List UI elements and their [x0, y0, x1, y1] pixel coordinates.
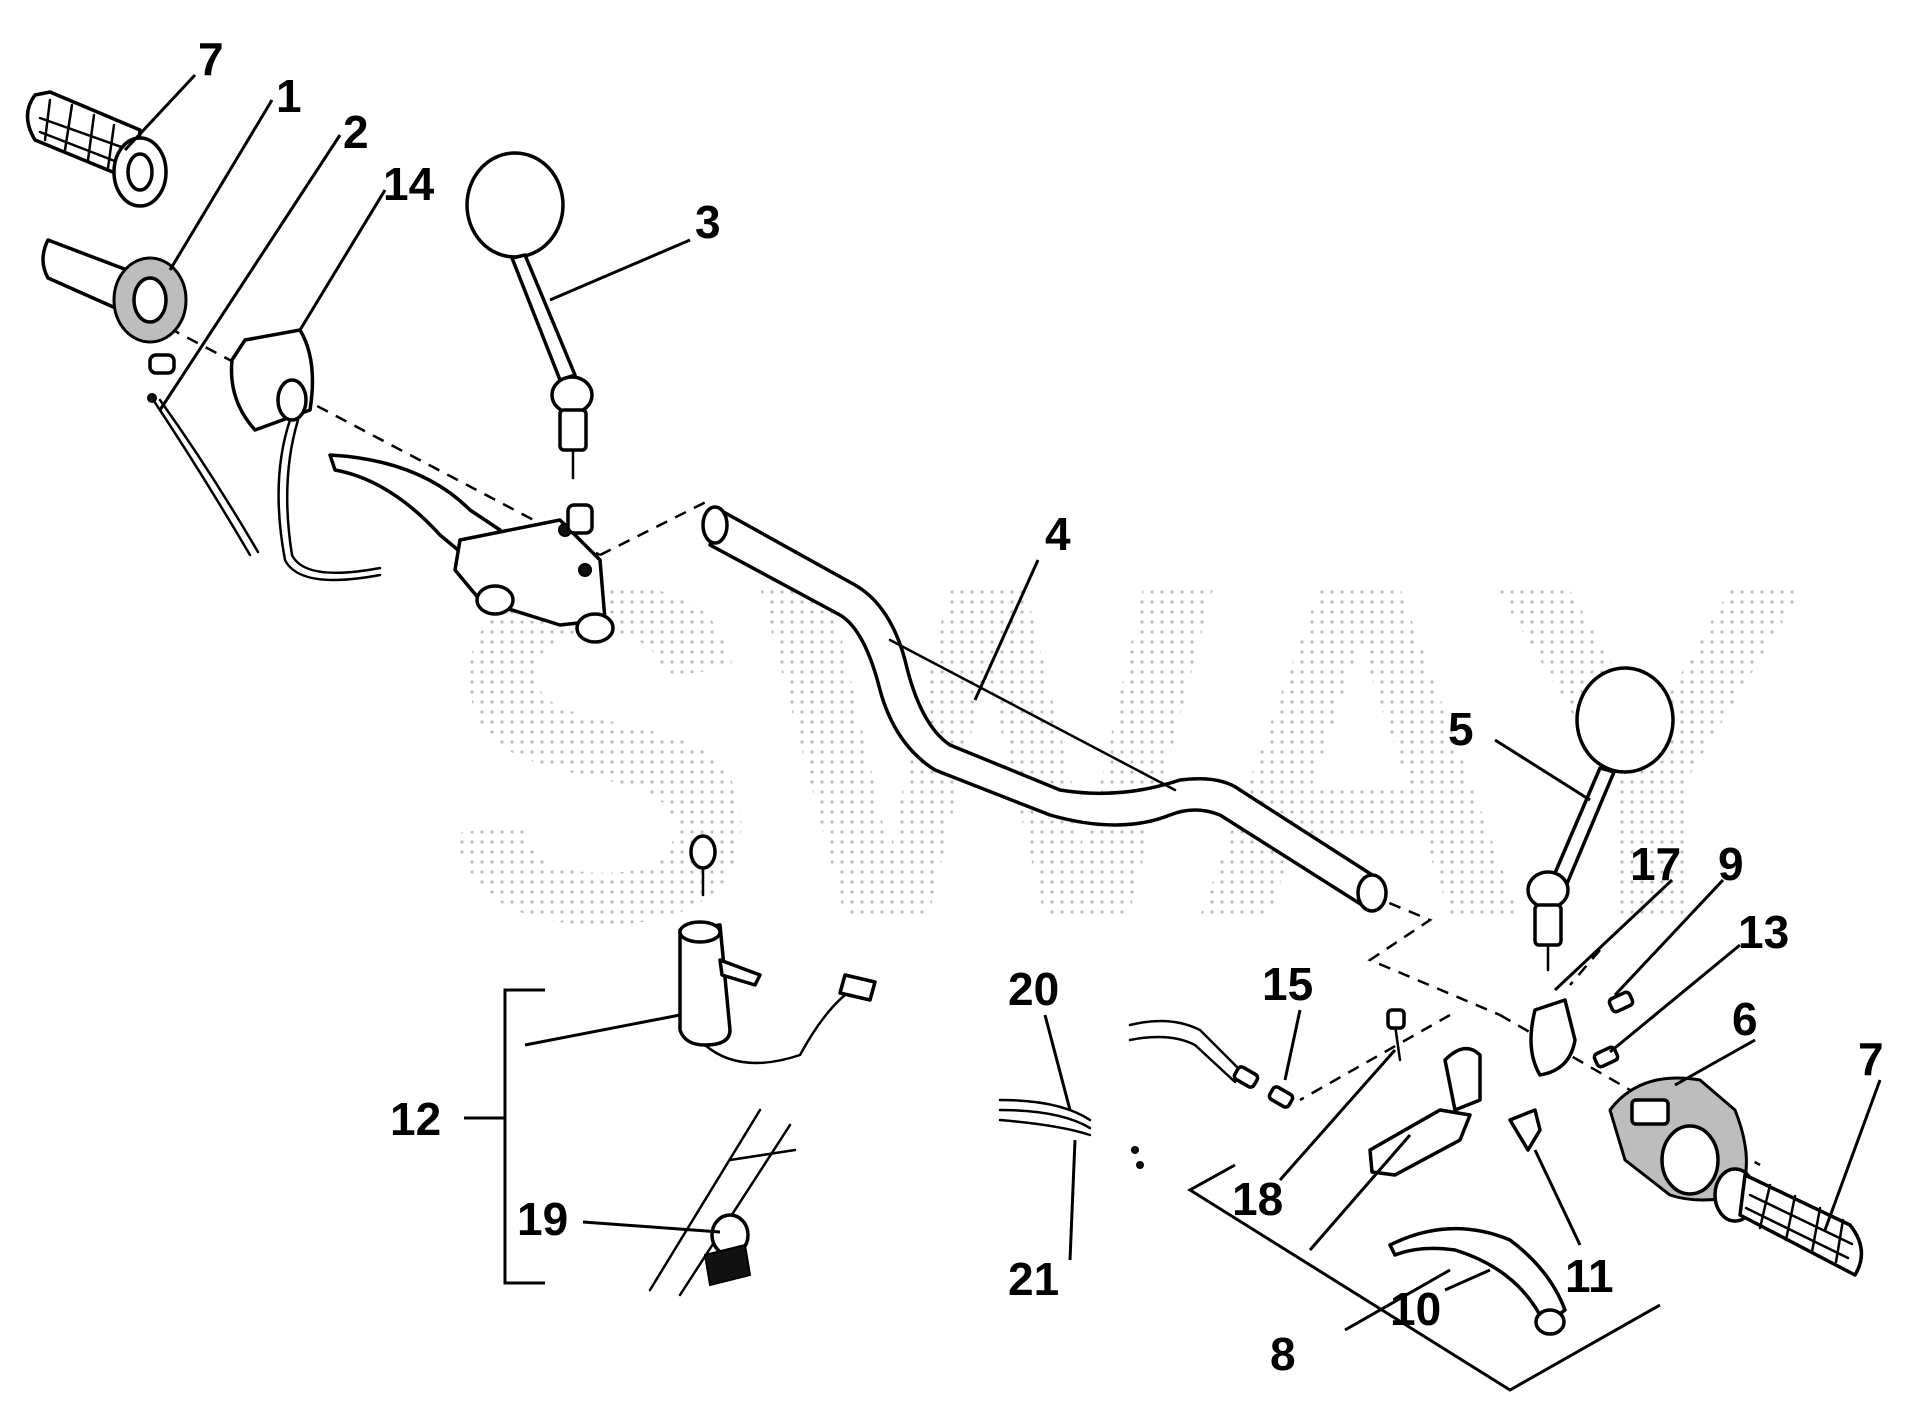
callout-10: 10 — [1390, 1283, 1441, 1335]
callout-14: 14 — [383, 158, 435, 210]
brake-lever-assembly — [328, 453, 615, 644]
callout-2: 2 — [343, 106, 369, 158]
switch-clamp — [648, 1108, 797, 1297]
callout-6: 6 — [1732, 993, 1758, 1045]
throttle-tube — [41, 238, 188, 375]
callout-12: 12 — [390, 1093, 441, 1145]
watermark: SWAY — [440, 485, 1809, 1022]
switch-housing — [229, 328, 382, 582]
callout-18: 18 — [1232, 1173, 1283, 1225]
callout-11: 11 — [1565, 1250, 1614, 1302]
left-grip — [25, 90, 168, 208]
callout-7-right: 7 — [1858, 1033, 1884, 1085]
callout-8: 8 — [1270, 1328, 1296, 1380]
callout-17: 17 — [1630, 838, 1681, 890]
callout-21: 21 — [1008, 1253, 1059, 1305]
leader-lines — [123, 73, 1882, 1332]
handlebar — [701, 505, 1388, 913]
clutch-lever-assembly — [1368, 1008, 1567, 1336]
callout-4: 4 — [1045, 508, 1071, 560]
clutch-cable — [1128, 1019, 1295, 1109]
callout-19: 19 — [517, 1193, 568, 1245]
callout-15: 15 — [1262, 958, 1313, 1010]
callout-7-left: 7 — [198, 33, 224, 85]
callout-9: 9 — [1718, 838, 1744, 890]
bracket-12 — [464, 988, 545, 1285]
callouts: 7 1 2 14 3 4 5 17 9 13 6 7 15 20 18 21 1… — [198, 33, 1884, 1380]
wire-bundle — [998, 1098, 1144, 1169]
callout-3: 3 — [695, 196, 721, 248]
callout-13: 13 — [1738, 906, 1789, 958]
left-mirror — [465, 151, 594, 480]
kill-switch — [678, 834, 877, 1065]
right-mirror — [1526, 666, 1675, 972]
callout-20: 20 — [1008, 963, 1059, 1015]
callout-5: 5 — [1448, 703, 1474, 755]
throttle-cable — [147, 393, 260, 557]
right-grip — [1713, 1167, 1864, 1277]
throttle-housing — [1608, 1076, 1748, 1202]
callout-1: 1 — [276, 70, 302, 122]
watermark-text: SWAY — [440, 485, 1809, 1022]
bracket-8 — [1187, 1163, 1661, 1392]
lever-perch — [1529, 990, 1635, 1077]
